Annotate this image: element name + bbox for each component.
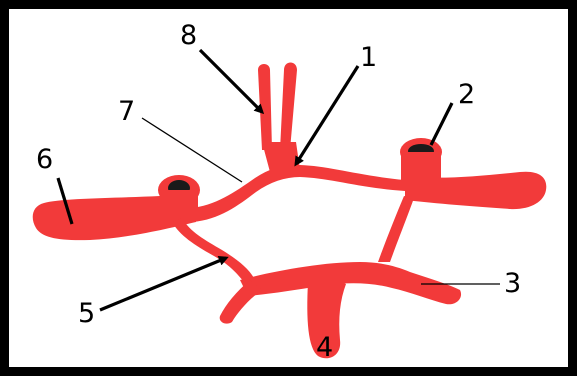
label-1: 1 (360, 42, 377, 73)
leader-2 (431, 103, 452, 145)
label-4: 4 (316, 332, 333, 363)
leader-5 (100, 258, 226, 310)
upper-branch-right (280, 63, 297, 151)
posterior-arc (240, 262, 461, 304)
upper-branch-join (262, 142, 300, 172)
right-stump-neck (401, 152, 441, 182)
left-posterior-branch (220, 280, 262, 324)
leader-7 (142, 118, 242, 182)
right-posterior-communicating (378, 196, 414, 262)
upper-branch-left (258, 64, 272, 150)
label-6: 6 (36, 144, 53, 175)
left-posterior-communicating (172, 218, 254, 282)
leader-1 (296, 66, 358, 164)
label-3: 3 (504, 268, 521, 299)
label-5: 5 (78, 298, 95, 329)
label-7: 7 (118, 96, 135, 127)
anterior-arc (190, 165, 405, 222)
label-2: 2 (458, 79, 475, 110)
leader-8 (200, 50, 262, 112)
label-8: 8 (180, 20, 197, 51)
